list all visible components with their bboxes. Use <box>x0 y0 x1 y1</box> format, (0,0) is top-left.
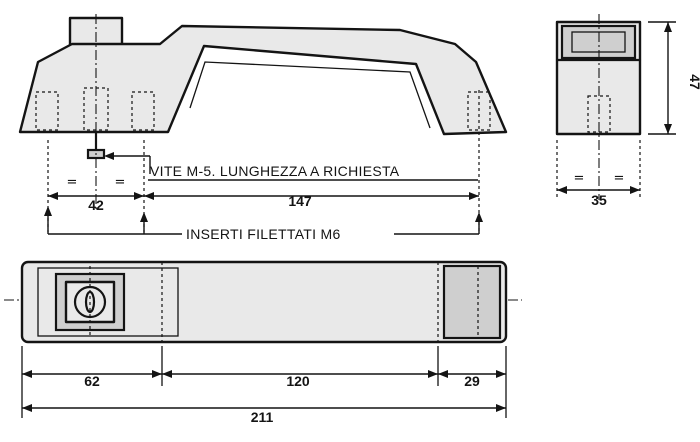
equal-mark-left: = <box>67 175 78 190</box>
front-grip-opening <box>189 61 431 129</box>
inserts-note: INSERTI FILETTATI M6 <box>186 226 341 242</box>
dim-47: 47 <box>687 74 700 90</box>
plan-left-block <box>37 267 179 337</box>
screw-note: VITE M-5. LUNGHEZZA A RICHIESTA <box>150 163 400 179</box>
plan-view: 62 120 29 211 <box>4 260 522 425</box>
front-dimensions: 42 = = 147 <box>48 175 479 213</box>
side-equal-left: = <box>574 171 585 186</box>
screw-callout: VITE M-5. LUNGHEZZA A RICHIESTA <box>104 152 478 181</box>
dim-147: 147 <box>288 193 312 209</box>
front-view <box>18 14 508 232</box>
dim-120: 120 <box>286 373 310 389</box>
dim-62: 62 <box>84 373 100 389</box>
side-view: 47 35 = = <box>555 14 700 208</box>
dim-42: 42 <box>88 197 104 213</box>
dim-35: 35 <box>591 192 607 208</box>
dim-211: 211 <box>251 409 274 425</box>
side-equal-right: = <box>614 171 625 186</box>
front-handle-body <box>18 24 508 136</box>
plan-body <box>20 260 508 344</box>
inserts-callout: INSERTI FILETTATI M6 <box>44 206 483 242</box>
equal-mark-right: = <box>115 175 126 190</box>
plan-right-block <box>442 264 502 340</box>
dim-29: 29 <box>464 373 480 389</box>
